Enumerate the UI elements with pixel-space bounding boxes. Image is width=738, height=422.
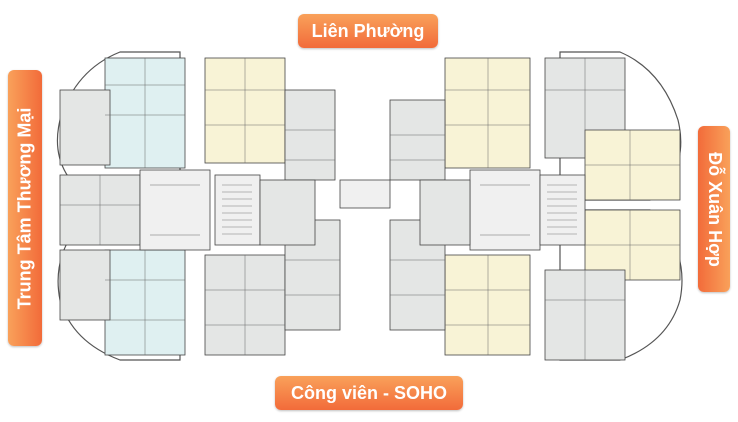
- right-block-units: [389, 57, 681, 361]
- direction-label-left-text: Trung Tâm Thương Mại: [14, 107, 35, 309]
- direction-label-top: Liên Phường: [298, 14, 438, 48]
- direction-label-left: Trung Tâm Thương Mại: [8, 70, 42, 346]
- direction-label-right: Đỗ Xuân Hợp: [698, 126, 730, 292]
- core-details: [222, 184, 577, 235]
- bridge: [339, 179, 391, 209]
- direction-label-right-text: Đỗ Xuân Hợp: [704, 151, 725, 267]
- direction-label-bottom: Công viên - SOHO: [275, 376, 463, 410]
- interior-walls: [60, 58, 680, 360]
- left-block-units: [59, 57, 341, 356]
